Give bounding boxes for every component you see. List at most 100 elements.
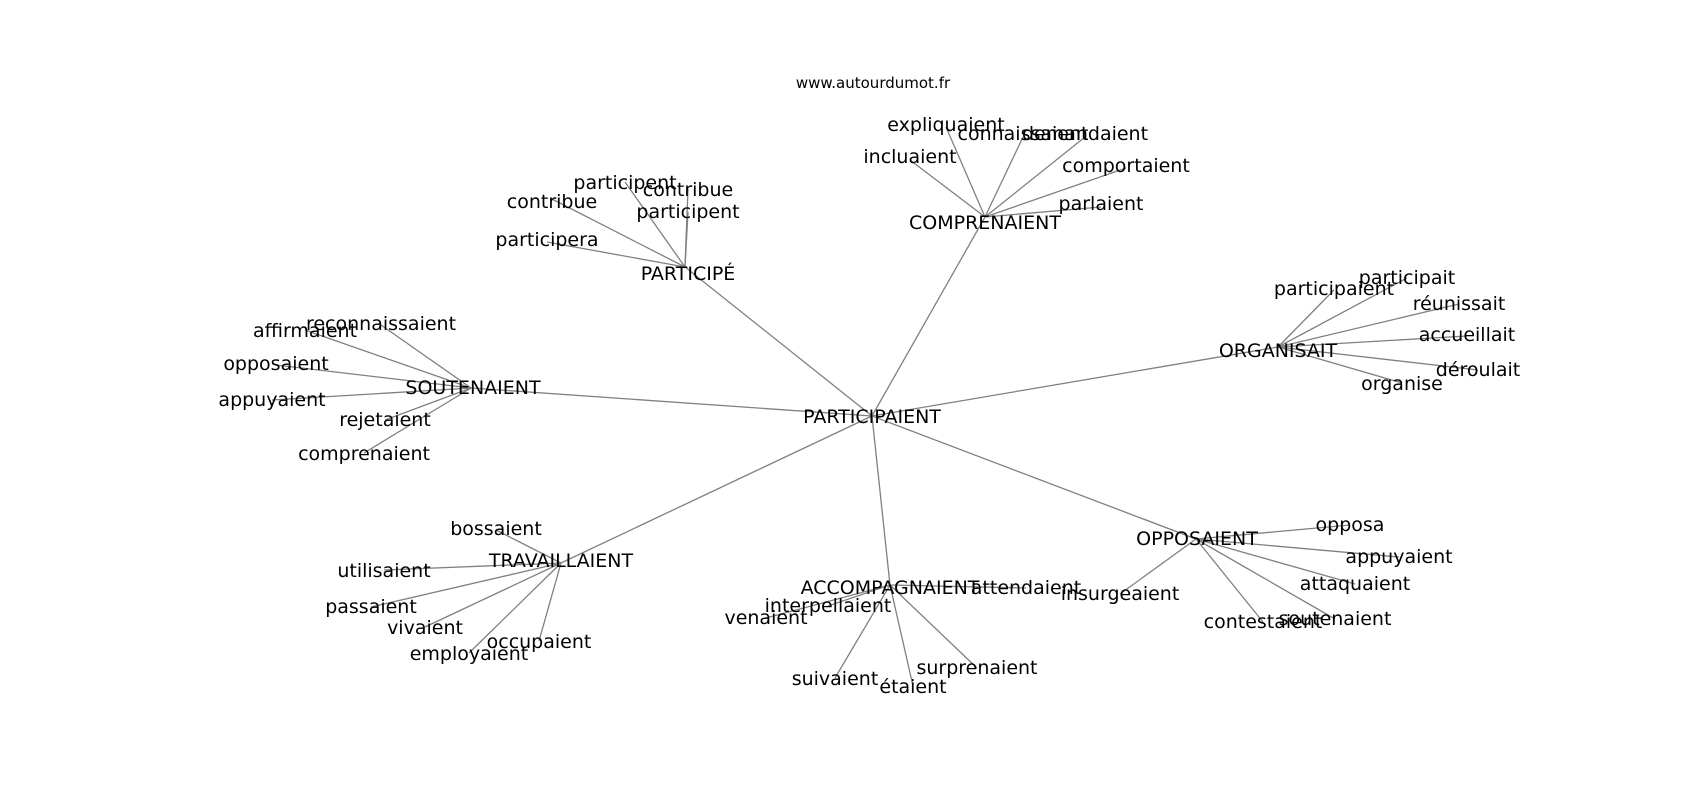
leaf-node[interactable]: venaient bbox=[724, 607, 807, 629]
leaf-node[interactable]: expliquaient bbox=[887, 114, 1004, 136]
edge-cluster-to-leaf bbox=[275, 364, 472, 389]
edge-cluster-to-leaf bbox=[304, 329, 472, 389]
edge-cluster-to-leaf bbox=[495, 529, 562, 564]
edge-cluster-to-leaf bbox=[468, 562, 562, 654]
edge-cluster-to-leaf bbox=[684, 211, 689, 268]
leaf-node[interactable]: passaient bbox=[325, 596, 417, 618]
leaf-node[interactable]: organise bbox=[1361, 373, 1443, 395]
edge-cluster-to-leaf bbox=[945, 126, 986, 218]
edge-cluster-to-leaf bbox=[1277, 277, 1408, 348]
edge-cluster-to-leaf bbox=[1195, 538, 1356, 585]
edge-cluster-to-leaf bbox=[383, 562, 562, 571]
cluster-node[interactable]: PARTICIPÉ bbox=[641, 262, 736, 285]
leaf-node[interactable]: comportaient bbox=[1062, 155, 1190, 177]
edge-center-to-cluster bbox=[684, 266, 873, 417]
edge-cluster-to-leaf bbox=[1119, 538, 1197, 595]
leaf-node[interactable]: participent bbox=[636, 201, 739, 223]
cluster-node[interactable]: SOUTENAIENT bbox=[405, 377, 541, 399]
edge-center-to-cluster bbox=[871, 346, 1279, 417]
edge-cluster-to-leaf bbox=[984, 136, 1086, 218]
cluster-node[interactable]: COMPRENAIENT bbox=[909, 212, 1061, 234]
edge-cluster-to-leaf bbox=[1195, 538, 1336, 620]
edge-cluster-to-leaf bbox=[984, 206, 1102, 218]
edge-center-to-cluster bbox=[560, 415, 873, 564]
leaf-node[interactable]: appuyaient bbox=[218, 389, 325, 411]
edge-cluster-to-leaf bbox=[551, 198, 686, 268]
cluster-node[interactable]: ORGANISAIT bbox=[1219, 340, 1338, 362]
leaf-node[interactable]: vivaient bbox=[387, 617, 463, 639]
edge-center-to-cluster bbox=[871, 415, 1197, 540]
leaf-node[interactable]: occupaient bbox=[487, 631, 592, 653]
edge-cluster-to-leaf bbox=[889, 584, 1027, 589]
edge-cluster-to-leaf bbox=[538, 562, 562, 642]
leaf-node[interactable]: employaient bbox=[410, 643, 529, 665]
edge-cluster-to-leaf bbox=[765, 584, 891, 619]
leaf-node[interactable]: contribue bbox=[643, 179, 733, 201]
graph-edges bbox=[271, 126, 1479, 687]
edge-cluster-to-leaf bbox=[1277, 346, 1403, 384]
edge-cluster-to-leaf bbox=[624, 181, 686, 268]
leaf-node[interactable]: parlaient bbox=[1059, 193, 1144, 215]
leaf-node[interactable]: réunissait bbox=[1413, 293, 1506, 315]
leaf-node[interactable]: utilisaient bbox=[337, 560, 430, 582]
graph-labels: PARTICIPAIENTPARTICIPÉparticipentcontrib… bbox=[218, 114, 1520, 698]
leaf-node[interactable]: déroulait bbox=[1436, 359, 1520, 381]
leaf-node[interactable]: attendaient bbox=[971, 577, 1081, 599]
leaf-node[interactable]: participent bbox=[573, 172, 676, 194]
leaf-node[interactable]: étaient bbox=[879, 676, 946, 698]
edge-cluster-to-leaf bbox=[909, 159, 986, 218]
edge-center-to-cluster bbox=[470, 387, 873, 417]
edge-cluster-to-leaf bbox=[889, 584, 914, 687]
edge-cluster-to-leaf bbox=[384, 387, 472, 421]
edge-cluster-to-leaf bbox=[1277, 289, 1335, 348]
edge-center-to-cluster bbox=[871, 415, 891, 586]
leaf-node[interactable]: bossaient bbox=[450, 518, 542, 540]
edge-cluster-to-leaf bbox=[424, 562, 562, 628]
edge-cluster-to-leaf bbox=[1195, 538, 1264, 623]
edge-cluster-to-leaf bbox=[1195, 524, 1351, 540]
leaf-node[interactable]: participaient bbox=[1274, 278, 1394, 300]
edge-cluster-to-leaf bbox=[370, 562, 562, 608]
leaf-node[interactable]: comprenaient bbox=[298, 443, 430, 465]
leaf-node[interactable]: attaquaient bbox=[1300, 573, 1410, 595]
leaf-node[interactable]: rejetaient bbox=[339, 409, 431, 431]
edge-cluster-to-leaf bbox=[1277, 303, 1460, 348]
source-label: www.autourdumot.fr bbox=[796, 74, 951, 92]
leaf-node[interactable]: affirmaient bbox=[253, 320, 357, 342]
edge-center-to-cluster bbox=[871, 216, 986, 417]
leaf-node[interactable]: accueillait bbox=[1419, 324, 1515, 346]
edge-cluster-to-leaf bbox=[1195, 538, 1400, 558]
leaf-node[interactable]: reconnaissaient bbox=[306, 313, 456, 335]
edge-cluster-to-leaf bbox=[984, 136, 1024, 218]
leaf-node[interactable]: demandaient bbox=[1022, 123, 1148, 145]
edge-cluster-to-leaf bbox=[380, 324, 472, 389]
center-node[interactable]: PARTICIPAIENT bbox=[803, 406, 941, 428]
leaf-node[interactable]: insurgeaient bbox=[1061, 583, 1180, 605]
leaf-node[interactable]: opposaient bbox=[223, 353, 328, 375]
edge-cluster-to-leaf bbox=[546, 241, 686, 268]
cluster-node[interactable]: ACCOMPAGNAIENT bbox=[801, 577, 980, 599]
edge-cluster-to-leaf bbox=[271, 387, 472, 401]
leaf-node[interactable]: incluaient bbox=[863, 146, 956, 168]
edge-cluster-to-leaf bbox=[984, 167, 1127, 218]
leaf-node[interactable]: surprenaient bbox=[916, 657, 1037, 679]
leaf-node[interactable]: participait bbox=[1359, 267, 1455, 289]
leaf-node[interactable]: opposa bbox=[1316, 514, 1385, 536]
edge-cluster-to-leaf bbox=[1277, 335, 1468, 348]
edge-cluster-to-leaf bbox=[363, 387, 472, 454]
leaf-node[interactable]: participera bbox=[495, 229, 598, 251]
edge-cluster-to-leaf bbox=[827, 584, 891, 607]
leaf-node[interactable]: appuyaient bbox=[1345, 546, 1452, 568]
leaf-node[interactable]: connaissaient bbox=[958, 123, 1089, 145]
cluster-node[interactable]: OPPOSAIENT bbox=[1136, 528, 1258, 550]
leaf-node[interactable]: soutenaient bbox=[1279, 608, 1392, 630]
cluster-node[interactable]: TRAVAILLAIENT bbox=[488, 550, 634, 572]
leaf-node[interactable]: contestaient bbox=[1204, 611, 1323, 633]
leaf-node[interactable]: contribue bbox=[507, 191, 597, 213]
edge-cluster-to-leaf bbox=[889, 584, 978, 669]
edge-cluster-to-leaf bbox=[1277, 346, 1479, 371]
edge-cluster-to-leaf bbox=[834, 584, 891, 679]
leaf-node[interactable]: interpellaient bbox=[765, 595, 892, 617]
leaf-node[interactable]: suivaient bbox=[792, 668, 879, 690]
